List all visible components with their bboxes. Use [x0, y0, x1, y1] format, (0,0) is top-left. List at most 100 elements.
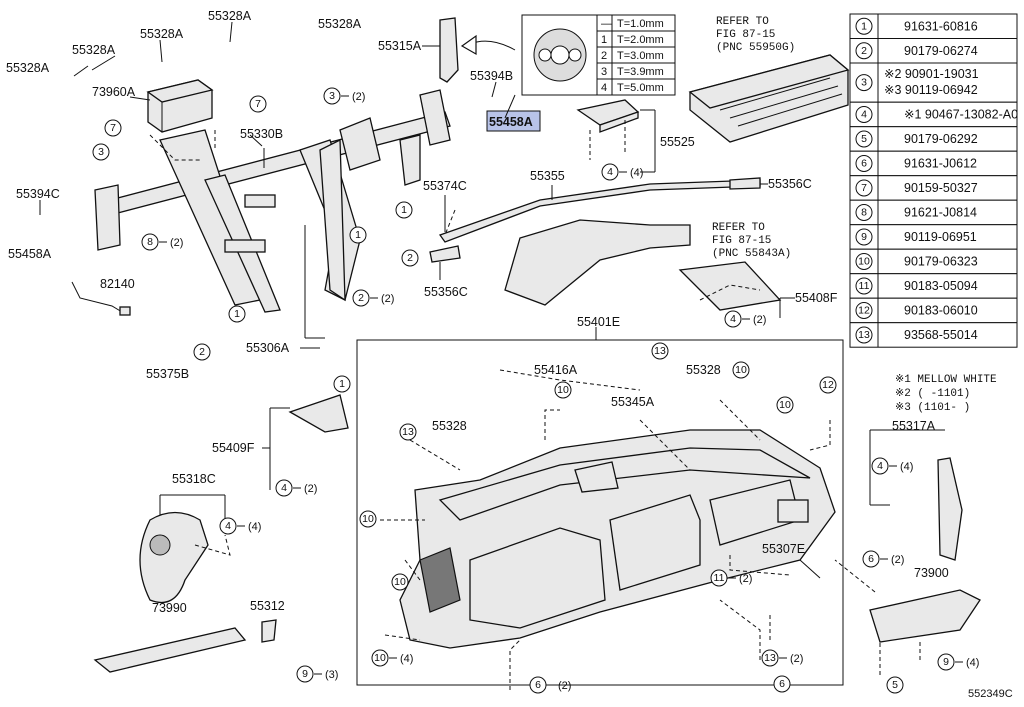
- callout-4-20: 4 (2): [275, 479, 317, 497]
- part-label-p55306a: 55306A: [246, 341, 290, 355]
- svg-text:1: 1: [355, 229, 361, 241]
- part-55312: [261, 619, 277, 643]
- thickness-value-1: T=2.0mm: [617, 34, 664, 46]
- refer2-line3: (PNC 55843A): [712, 248, 791, 260]
- callout-1-10: 1: [228, 305, 246, 323]
- part-label-p73990: 73990: [152, 601, 187, 615]
- svg-text:11: 11: [859, 280, 870, 292]
- svg-text:7: 7: [110, 122, 116, 134]
- part-label-p55328-1: 55328: [686, 363, 721, 377]
- panel-55408f: [678, 261, 782, 311]
- thickness-key-2: 2: [601, 50, 607, 62]
- callout-12-18: 12: [819, 376, 837, 394]
- wire-82140: [71, 281, 131, 316]
- svg-text:7: 7: [255, 98, 261, 110]
- svg-text:10: 10: [374, 652, 386, 664]
- callout-3-2: 3(2): [323, 87, 365, 105]
- callout-6-29: 6(2): [529, 676, 571, 694]
- svg-text:※2 90901-19031: ※2 90901-19031: [884, 67, 979, 81]
- svg-text:(2): (2): [304, 483, 317, 495]
- svg-text:5: 5: [861, 133, 867, 145]
- svg-text:90179-06292: 90179-06292: [904, 132, 978, 146]
- svg-text:6: 6: [861, 157, 867, 169]
- part-label-p55328-2: 55328: [432, 419, 467, 433]
- callout-4-8: 4 (4): [601, 163, 643, 181]
- part-label-p73960a: 73960A: [92, 85, 136, 99]
- cover-55525: [576, 99, 640, 160]
- part-label-p55356c-2: 55356C: [768, 177, 812, 191]
- thickness-value-3: T=3.9mm: [617, 66, 664, 78]
- svg-text:13: 13: [654, 345, 666, 357]
- svg-text:91621-J0814: 91621-J0814: [904, 205, 977, 219]
- svg-text:4: 4: [281, 482, 287, 494]
- direction-arrow: [460, 34, 516, 56]
- svg-text:90119-06951: 90119-06951: [904, 230, 977, 244]
- svg-text:2: 2: [407, 252, 413, 264]
- svg-text:(4): (4): [400, 653, 413, 665]
- glove-box-73990: [93, 627, 247, 673]
- svg-text:(2): (2): [790, 653, 803, 665]
- callout-10-24: 10: [391, 573, 409, 591]
- part-label-p55409f: 55409F: [212, 441, 255, 455]
- svg-text:4: 4: [607, 166, 613, 178]
- svg-text:90179-06274: 90179-06274: [904, 44, 978, 58]
- refer1-line3: (PNC 55950G): [716, 42, 795, 54]
- svg-text:90159-50327: 90159-50327: [904, 181, 978, 195]
- callout-7-0: 7: [249, 95, 267, 113]
- part-label-p55317a: 55317A: [892, 419, 936, 433]
- svg-text:12: 12: [822, 379, 834, 391]
- thickness-value-2: T=3.0mm: [617, 50, 664, 62]
- part-label-p55525: 55525: [660, 135, 695, 149]
- refer-note-1: REFER TO FIG 87-15 (PNC 55950G): [716, 16, 795, 54]
- callout-2-7: 2: [401, 249, 419, 267]
- callout-3-3: 3: [92, 143, 110, 161]
- svg-text:1: 1: [861, 20, 867, 32]
- svg-text:(2): (2): [753, 314, 766, 326]
- panel-frame: [356, 339, 844, 686]
- defroster-nozzle: [688, 54, 850, 143]
- steering-support-assembly: [94, 89, 451, 313]
- svg-text:10: 10: [394, 576, 406, 588]
- note-3: ※3 (1101- ): [895, 402, 970, 414]
- part-label-p55356c-1: 55356C: [424, 285, 468, 299]
- svg-text:8: 8: [147, 236, 153, 248]
- callout-9-32: 9(4): [937, 653, 979, 671]
- svg-text:2: 2: [861, 45, 867, 57]
- svg-text:6: 6: [868, 553, 874, 565]
- svg-text:3: 3: [861, 77, 867, 89]
- trim-55317a: [937, 457, 963, 561]
- svg-text:(2): (2): [558, 680, 571, 692]
- svg-text:(4): (4): [630, 167, 643, 179]
- svg-text:(2): (2): [891, 554, 904, 566]
- table-row: 2 90179-06274: [849, 38, 1018, 64]
- svg-text:※3 90119-06942: ※3 90119-06942: [884, 83, 978, 97]
- svg-text:(4): (4): [248, 521, 261, 533]
- callout-13-14: 13: [651, 342, 669, 360]
- svg-text:13: 13: [764, 652, 776, 664]
- svg-text:12: 12: [858, 304, 870, 316]
- note-2: ※2 ( -1101): [895, 388, 970, 400]
- part-label-p55307e: 55307E: [762, 542, 805, 556]
- callout-4-21: 4(4): [219, 517, 261, 535]
- svg-text:(2): (2): [381, 293, 394, 305]
- callout-10-28: 10 (4): [371, 649, 413, 667]
- svg-text:2: 2: [199, 346, 205, 358]
- part-label-p55416a: 55416A: [534, 363, 578, 377]
- knee-airbag-73960a: [146, 79, 214, 133]
- svg-text:10: 10: [362, 513, 374, 525]
- svg-text:3: 3: [98, 146, 104, 158]
- svg-text:13: 13: [402, 426, 414, 438]
- part-label-p55374c: 55374C: [423, 179, 467, 193]
- callout-13-19: 13: [399, 423, 417, 441]
- callout-10-16: 10: [732, 361, 750, 379]
- svg-text:4: 4: [877, 460, 883, 472]
- highlight-55458a: [486, 110, 541, 132]
- svg-text:1: 1: [339, 378, 345, 390]
- callout-markers: 773(2)38(2)1124(4)2(2)1214(2)13101010121…: [92, 87, 979, 694]
- diagram-code: 552349C: [968, 688, 1013, 700]
- svg-text:90179-06323: 90179-06323: [904, 254, 978, 268]
